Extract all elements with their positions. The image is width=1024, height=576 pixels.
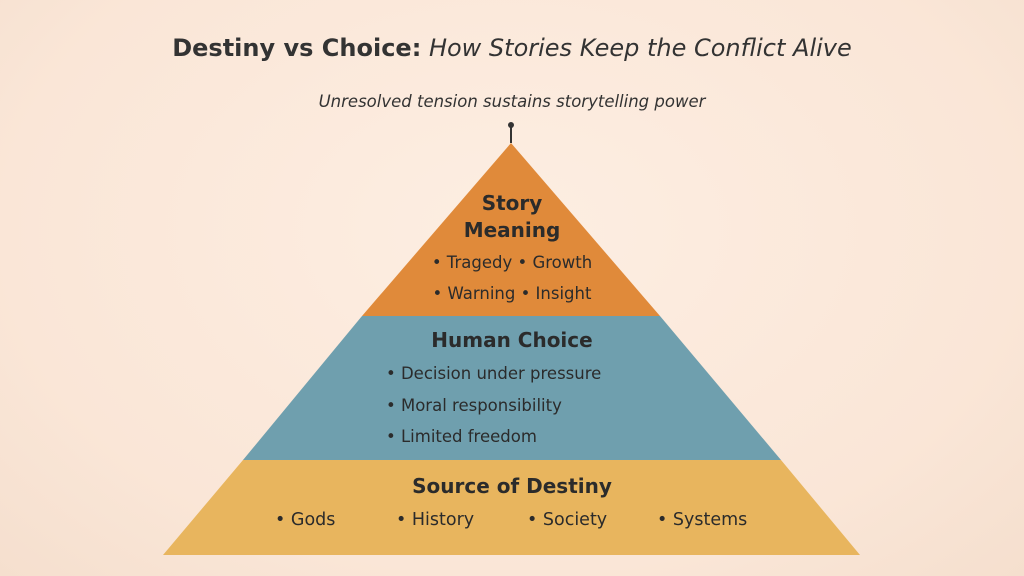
tier-bottom-title: Source of Destiny [412,474,612,498]
tier-middle-item: • Limited freedom [386,427,537,446]
tier-middle-item: • Decision under pressure [386,364,602,383]
apex-pointer-dot [508,122,514,128]
tier-bottom-item: • Society [527,510,608,530]
tier-top-title-line2: Meaning [463,218,561,242]
tier-top-title: Story Meaning [412,190,612,244]
tier-bottom-item: • Systems [657,510,748,530]
tier-top-bullets-1: • Tragedy • Growth [431,253,593,272]
tier-middle-title: Human Choice [431,328,593,352]
page-title: Destiny vs Choice: How Stories Keep the … [0,34,1024,62]
title-main: Destiny vs Choice: [172,34,422,62]
tier-top-title-line1: Story [481,191,543,215]
tier-top-bullets-2: • Warning • Insight [432,284,592,303]
tier-middle-item: • Moral responsibility [386,396,562,415]
tier-top-story-meaning [362,143,660,316]
apex-caption: Unresolved tension sustains storytelling… [318,92,706,111]
tier-bottom-item: • Gods [275,510,336,530]
tier-middle-human-choice [243,316,781,460]
tier-bottom-item: • History [396,510,475,530]
tier-bottom-source-of-destiny [163,460,860,555]
title-italic: How Stories Keep the Conflict Alive [428,34,852,62]
